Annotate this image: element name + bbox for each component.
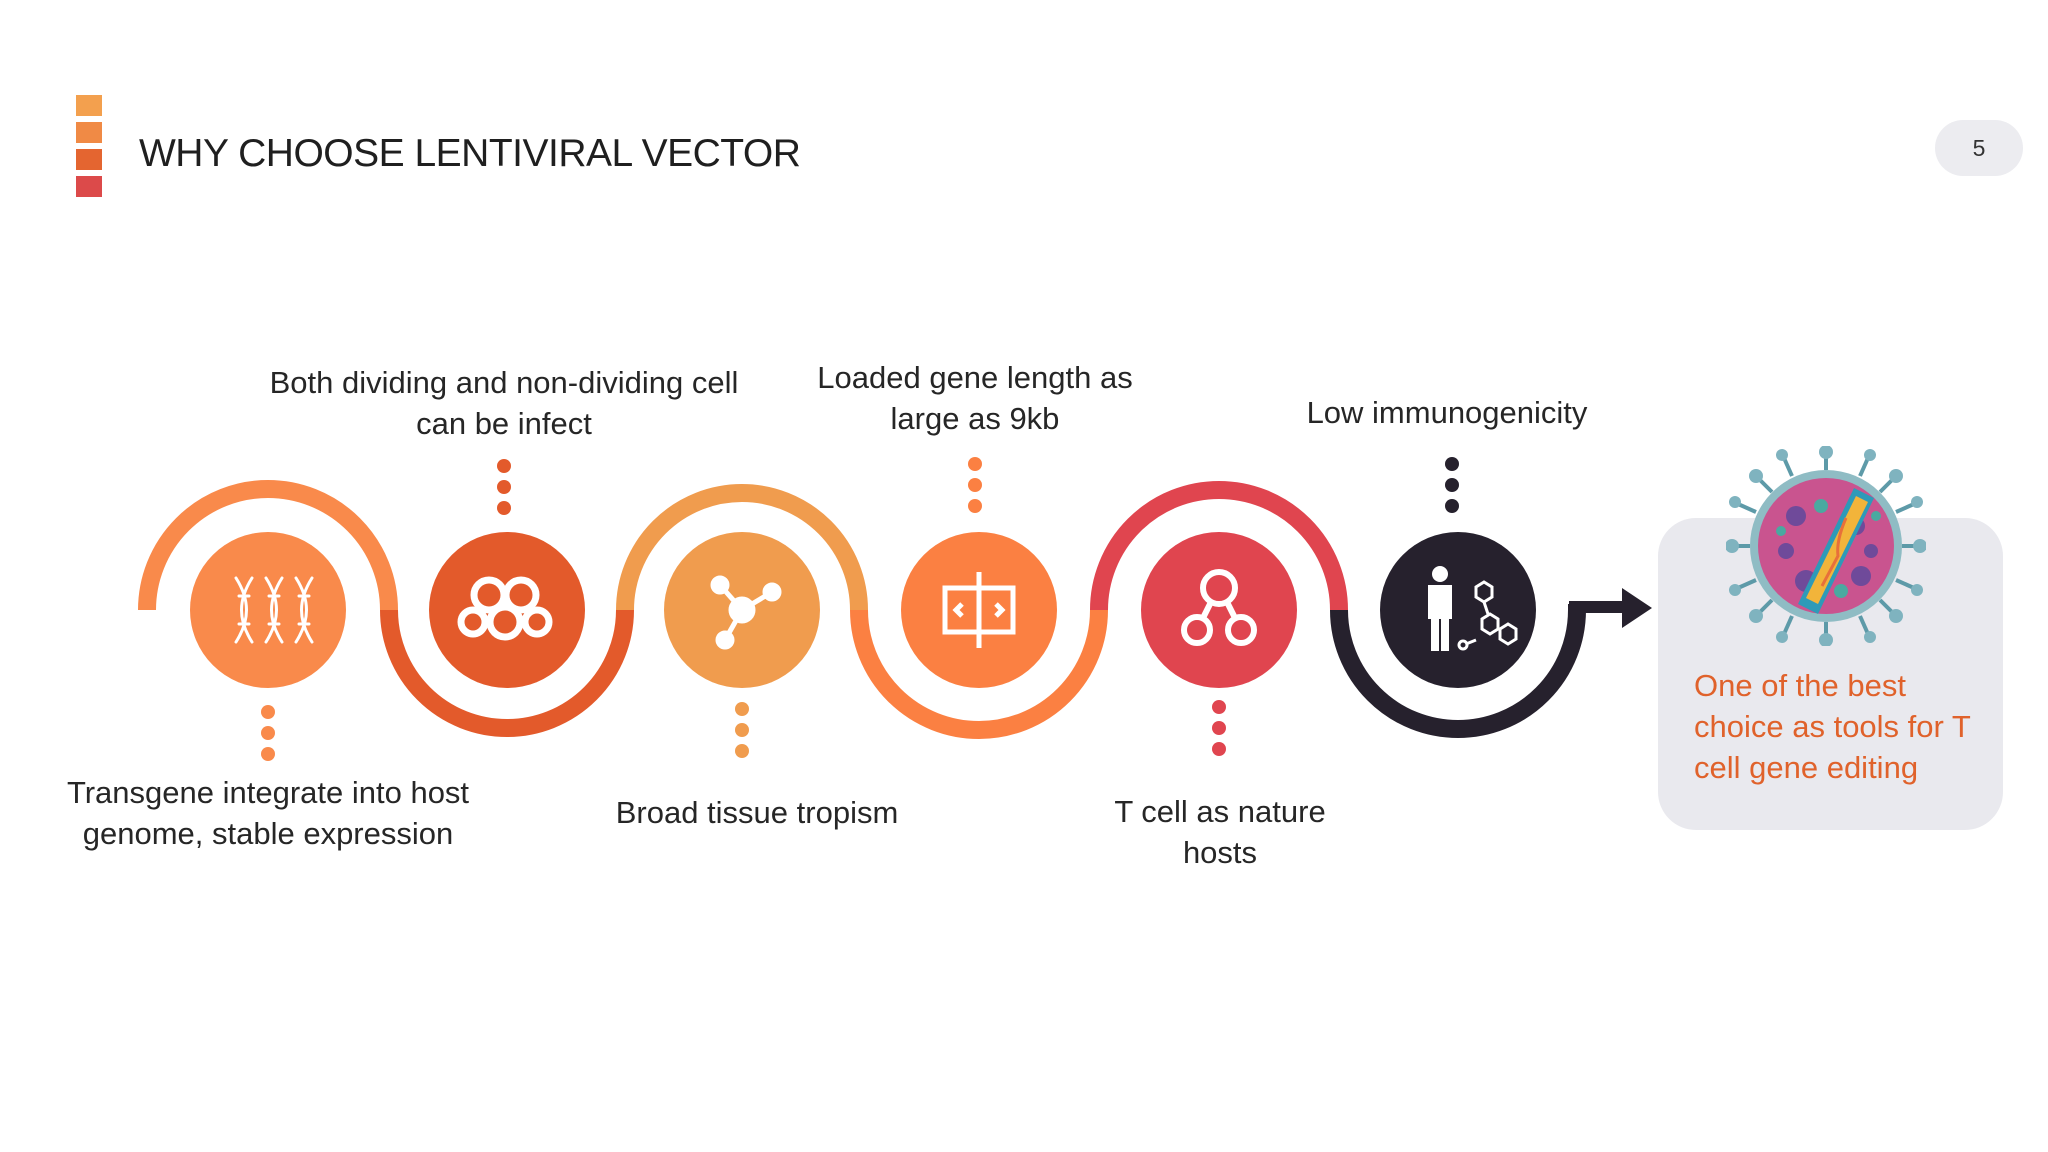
step-3-label: Broad tissue tropism [615,795,899,830]
step-6-label: Low immunogenicity [1306,395,1588,430]
step-5-label: T cell as nature hosts [1114,794,1326,870]
molecule-ring-icon [457,576,553,641]
step-6-dots [1445,457,1459,513]
track-arc-6 [1330,609,1586,738]
track-arc-2 [380,609,634,737]
accent-bar-3 [76,149,102,170]
connected-nodes-icon [1181,569,1257,646]
person-molecule-icon [1428,566,1518,651]
step-2-dots [497,459,511,515]
step-4-label: Loaded gene length as large as 9kb [817,360,1133,436]
slide-title: WHY CHOOSE LENTIVIRAL VECTOR [139,132,801,175]
track-arrow-head [1622,588,1652,628]
track-arc-5 [1090,481,1348,611]
gene-length-icon [942,572,1016,648]
accent-bar-2 [76,122,102,143]
dna-icon [234,576,314,644]
accent-bar-1 [76,95,102,116]
molecule-node-icon [710,575,782,650]
step-2-label: Both dividing and non-dividing cell can … [269,365,739,441]
step-5-circle [1141,532,1297,688]
title-accent-bars [76,95,102,203]
step-3-dots [735,702,749,758]
step-1-circle [190,532,346,688]
page-number-badge: 5 [1935,120,2023,176]
track-arc-1 [138,480,398,611]
step-6-circle [1380,532,1536,688]
track-arc-4 [850,609,1108,739]
step-1-label: Transgene integrate into host genome, st… [66,775,470,851]
step-5-dots [1212,700,1226,756]
conclusion-text: One of the best choice as tools for T ce… [1694,668,1971,785]
accent-bar-4 [76,176,102,197]
track-arc-3 [616,484,868,611]
lentivirus-icon [1726,446,1926,646]
step-4-dots [968,457,982,513]
step-1-dots [261,705,275,761]
track-arrow-line [1568,601,1627,616]
